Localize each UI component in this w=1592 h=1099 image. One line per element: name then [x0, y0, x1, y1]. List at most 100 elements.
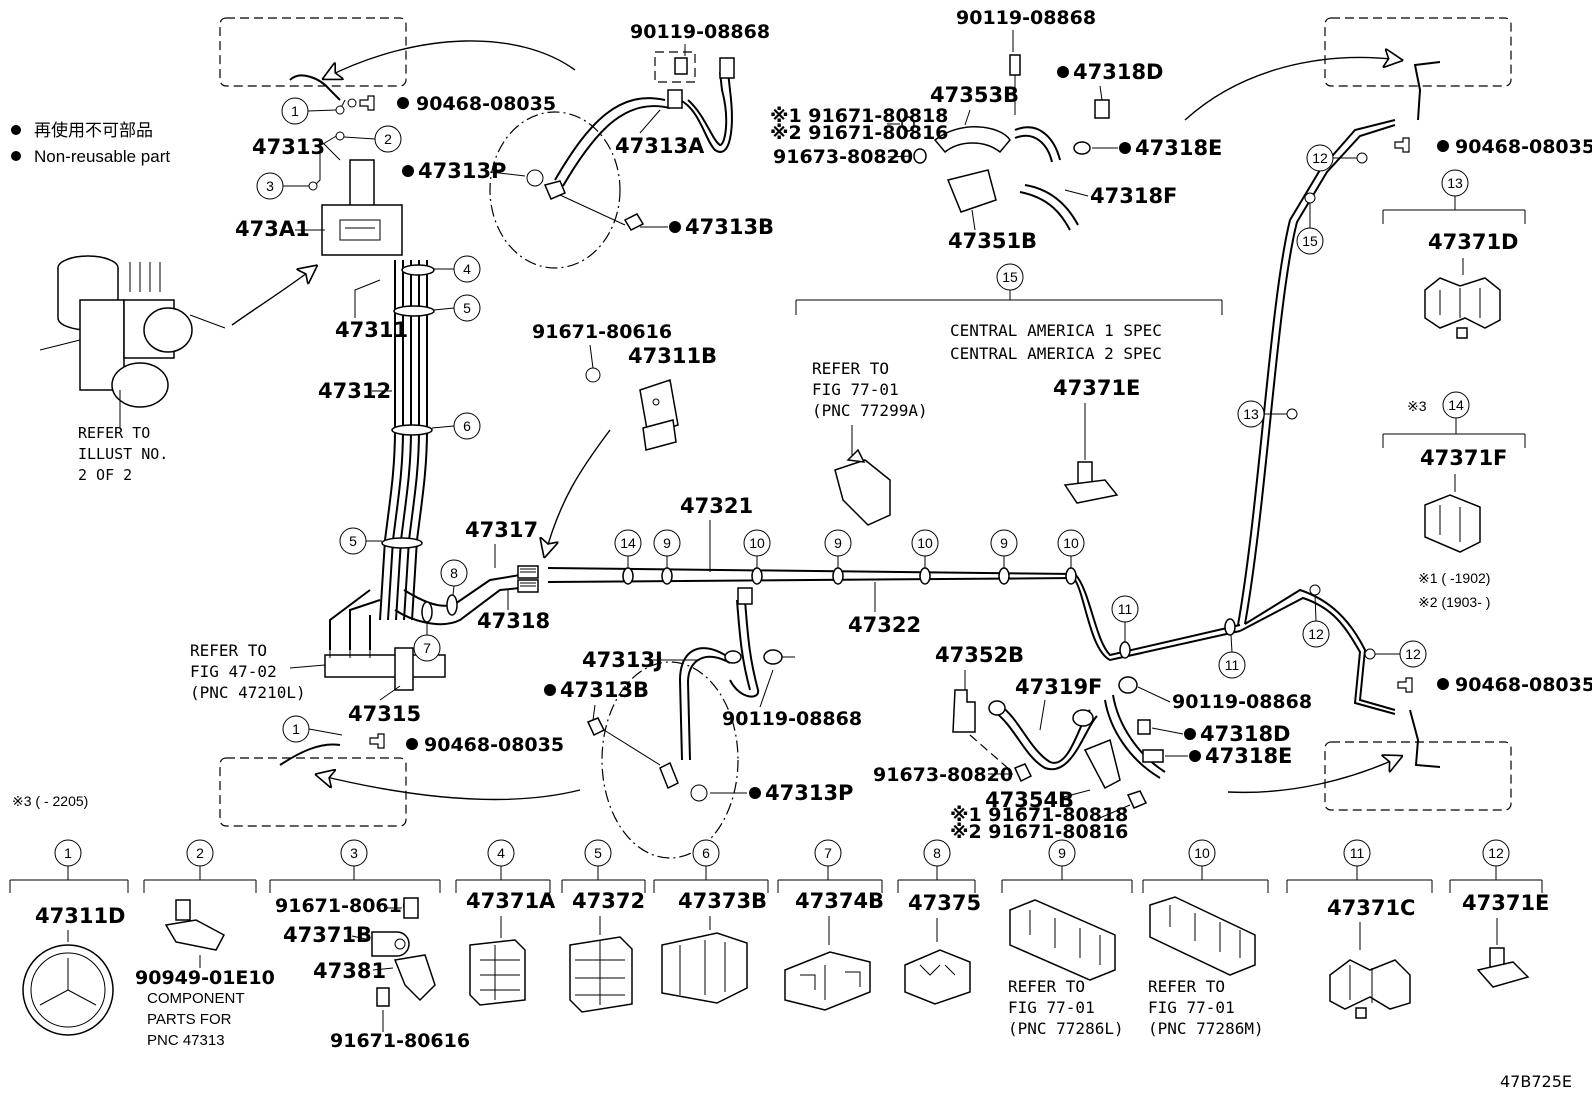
svg-text:90949-01E10: 90949-01E10	[135, 967, 275, 989]
catalog-item-5: 5 47372	[561, 839, 646, 1013]
callout-13-right: 13	[1237, 400, 1287, 428]
label-90468-d: 90468-08035	[1455, 674, 1592, 696]
label-91671-80616-a: 91671-80616	[532, 321, 672, 343]
label-90468-b: 90468-08035	[424, 734, 564, 756]
legend-en: Non-reusable part	[34, 147, 170, 166]
callout-13-spec: 13	[1441, 169, 1469, 197]
callout-15-spec: 15	[996, 263, 1024, 291]
svg-text:47311D: 47311D	[35, 904, 126, 928]
label-90119-b: 90119-08868	[956, 7, 1096, 29]
svg-text:12: 12	[1488, 845, 1504, 861]
callout-12-top: 12	[1306, 144, 1357, 172]
label-47354B: 47354B	[985, 788, 1074, 812]
callout-4: 4	[434, 255, 481, 283]
hose-47313J	[678, 587, 795, 761]
svg-text:47375: 47375	[908, 891, 981, 915]
label-47311: 47311	[335, 318, 408, 342]
label-47311B: 47311B	[628, 344, 717, 368]
svg-text:4: 4	[497, 845, 505, 861]
callout-9a: 9	[653, 529, 681, 568]
hose-47319F-group	[952, 676, 1166, 809]
svg-text:13: 13	[1447, 175, 1463, 191]
svg-text:(PNC 77286L): (PNC 77286L)	[1008, 1019, 1124, 1038]
label-47318D-bottom: 47318D	[1200, 722, 1291, 746]
hose-end-bottom-left	[279, 743, 341, 766]
svg-text:10: 10	[1063, 535, 1079, 551]
svg-text:47371E: 47371E	[1462, 891, 1549, 915]
svg-text:8: 8	[450, 565, 458, 581]
svg-text:(PNC 77299A): (PNC 77299A)	[812, 401, 928, 420]
svg-text:FIG 77-01: FIG 77-01	[1148, 998, 1235, 1017]
svg-text:12: 12	[1312, 150, 1328, 166]
svg-text:FIG 47-02: FIG 47-02	[190, 662, 277, 681]
clip-47371D	[1424, 277, 1501, 339]
svg-text:7: 7	[824, 845, 832, 861]
svg-text:REFER TO: REFER TO	[190, 641, 267, 660]
brake-actuator-illustration	[39, 255, 226, 428]
catalog-item-4: 4 47371A	[455, 839, 556, 1006]
diagram-code: 47B725E	[1500, 1072, 1572, 1091]
catalog-item-1: 1 47311D	[9, 839, 129, 1036]
detail-ellipse-top	[489, 111, 621, 269]
svg-text:13: 13	[1243, 406, 1259, 422]
svg-text:47381: 47381	[313, 959, 386, 983]
refer-illust-3: 2 OF 2	[78, 466, 132, 484]
label-91671-80818-a: ※1 91671-80818	[770, 105, 948, 127]
svg-text:47371C: 47371C	[1327, 896, 1415, 920]
arrow-47311B	[545, 429, 611, 555]
svg-text:47374B: 47374B	[795, 889, 884, 913]
svg-text:47371A: 47371A	[466, 889, 556, 913]
clip-47371F	[1424, 494, 1481, 553]
footnote-2: ※2 (1903- )	[1418, 594, 1490, 610]
hose-end-top-right	[1413, 61, 1441, 121]
svg-text:REFER TO: REFER TO	[1148, 977, 1225, 996]
refer-illust-2: ILLUST NO.	[78, 445, 168, 463]
footnote-3-label: ※3	[1407, 398, 1427, 414]
svg-text:COMPONENT: COMPONENT	[147, 990, 245, 1007]
label-47371D: 47371D	[1428, 230, 1519, 254]
svg-text:12: 12	[1308, 626, 1324, 642]
nonreusable-dot	[397, 97, 409, 109]
callout-15-right: 15	[1296, 203, 1324, 255]
svg-text:1: 1	[291, 103, 299, 119]
label-47318D-top: 47318D	[1073, 60, 1164, 84]
label-90119-d: 90119-08868	[1172, 691, 1312, 713]
callout-11a: 11	[1111, 595, 1139, 642]
callout-10b: 10	[911, 529, 939, 568]
callout-12-low: 12	[1375, 640, 1427, 668]
svg-text:5: 5	[349, 533, 357, 549]
label-47318E-bottom: 47318E	[1205, 744, 1292, 768]
legend-jp: 再使用不可部品	[34, 120, 153, 140]
label-47319F: 47319F	[1015, 675, 1102, 699]
hose-47318F-group	[901, 54, 1110, 231]
catalog-item-11: 11 47371C	[1286, 839, 1433, 1019]
arrow-bottom-left	[318, 775, 581, 801]
refer-illust-note: REFER TO ILLUST NO. 2 OF 2	[78, 424, 168, 484]
label-47318F: 47318F	[1090, 184, 1177, 208]
svg-text:PARTS FOR: PARTS FOR	[147, 1011, 232, 1028]
label-47317: 47317	[465, 518, 538, 542]
svg-text:(PNC 77286M): (PNC 77286M)	[1148, 1019, 1264, 1038]
clip-90468-bottom-right	[1397, 677, 1413, 693]
bolt-47313P-top	[526, 169, 645, 231]
svg-text:2: 2	[196, 845, 204, 861]
footnote-1: ※1 ( -1902)	[1418, 570, 1490, 586]
callout-1-bottom: 1	[282, 715, 343, 743]
svg-text:7: 7	[423, 640, 431, 656]
svg-text:9: 9	[1058, 845, 1066, 861]
brake-tube-bundle	[314, 99, 521, 691]
clip-90468-top-left	[347, 95, 375, 111]
callout-7: 7	[413, 622, 441, 662]
brake-lines-main	[517, 565, 1241, 662]
catalog-item-10: 10 REFER TO FIG 77-01 (PNC 77286M)	[1142, 839, 1269, 1038]
refer-fig-7701a-note: REFER TO FIG 77-01 (PNC 77299A)	[812, 359, 928, 526]
callout-12-mid: 12	[1302, 594, 1330, 648]
svg-text:FIG 77-01: FIG 77-01	[812, 380, 899, 399]
svg-text:REFER TO: REFER TO	[1008, 977, 1085, 996]
line-clips	[622, 567, 1236, 659]
label-47352B: 47352B	[935, 643, 1024, 667]
label-91673-b: 91673-80820	[873, 764, 1013, 786]
refer-illust-1: REFER TO	[78, 424, 150, 442]
label-47315: 47315	[348, 702, 421, 726]
